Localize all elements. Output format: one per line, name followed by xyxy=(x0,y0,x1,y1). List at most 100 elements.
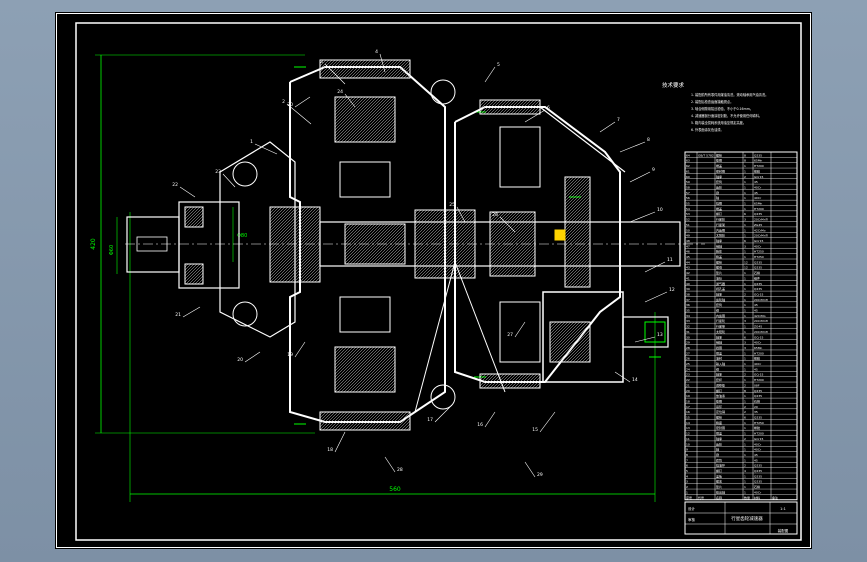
bom-cell: 45 xyxy=(754,453,758,457)
bom-cell: 齿轮 xyxy=(716,441,722,446)
bom-cell: 套杯 xyxy=(716,377,722,382)
leader-line xyxy=(294,96,311,108)
bom-cell: 2 xyxy=(744,410,746,414)
bom-cell: 16 xyxy=(686,410,690,414)
bom-cell: 2 xyxy=(744,373,746,377)
output-key xyxy=(644,321,666,343)
bom-cell: 端盖 xyxy=(716,206,722,211)
bom-cell: 箱盖 xyxy=(716,254,722,259)
part-number: 16 xyxy=(477,422,483,428)
bom-cell: 4 xyxy=(744,469,746,473)
bom-cell: 齿轮轴 xyxy=(716,297,725,302)
bom-cell: 石棉 xyxy=(754,484,760,489)
bom-cell: 套筒 xyxy=(716,179,722,184)
bom-cell: 42CrMo xyxy=(754,314,766,318)
bom-cell: 1 xyxy=(744,164,746,168)
bom-cell: 39 xyxy=(686,287,690,291)
notes-line: 1. 装配前所有零件用煤油清洗，滚动轴承用汽油清洗。 xyxy=(691,92,768,97)
bom-cell: 20CrMnTi xyxy=(754,330,768,334)
part-number: 12 xyxy=(669,287,675,293)
leader-line xyxy=(524,109,546,123)
bom-cell: 40Cr xyxy=(754,341,762,345)
bom-cell: 45 xyxy=(686,255,690,259)
bom-cell: 45 xyxy=(754,367,758,371)
bom-cell: 轴承 xyxy=(716,238,722,243)
highlight-part xyxy=(554,229,566,241)
bom-cell: 3 xyxy=(744,218,746,222)
bom-cell: 螺钉 xyxy=(716,468,722,473)
bom-cell: 螺栓 xyxy=(716,259,722,264)
bore-dim-text: Φ80 xyxy=(237,233,247,239)
leader-line xyxy=(179,186,196,198)
bom-cell: GCr15 xyxy=(754,292,764,296)
bom-cell: 30 xyxy=(686,335,690,339)
bom-cell: 轴承 xyxy=(716,334,722,339)
part-number: 8 xyxy=(647,137,650,143)
bom-cell: 41 xyxy=(686,276,690,280)
bom-cell: 18 xyxy=(686,399,690,403)
bom-cell: ZG45 xyxy=(754,223,762,227)
part-number: 9 xyxy=(652,167,655,173)
bom-cell: 28 xyxy=(686,346,690,350)
bom-cell: 端盖 xyxy=(716,350,722,355)
stage2-ring-hatch-bottom xyxy=(479,373,541,389)
bom-cell: 1 xyxy=(744,362,746,366)
leader-line xyxy=(524,461,536,478)
bom-cell: 12 xyxy=(744,266,748,270)
leader-line xyxy=(182,306,201,318)
bom-cell: Q235 xyxy=(754,389,762,393)
bom-cell: 63 xyxy=(686,159,690,163)
leader-line xyxy=(344,93,356,108)
bom-cell: 40Cr xyxy=(754,448,762,452)
part-number: 10 xyxy=(657,207,663,213)
cover-bolt-hole-top xyxy=(232,161,258,187)
part-number: 20 xyxy=(237,357,243,363)
bom-cell: 螺塞 xyxy=(716,479,722,484)
bom-cell: 62 xyxy=(686,164,690,168)
leader-line xyxy=(456,206,466,223)
planet-pin-top xyxy=(339,161,391,198)
bom-cell: 行星轮 xyxy=(716,318,725,323)
bom-cell: 52 xyxy=(686,218,690,222)
planet-gear-hatch-bottom xyxy=(334,346,396,393)
stage2-sun-hatch xyxy=(489,211,536,277)
bom-cell: 46 xyxy=(686,250,690,254)
leader-line xyxy=(379,53,386,73)
leader-line xyxy=(324,63,346,85)
bom-cell: 1 xyxy=(744,169,746,173)
bom-cell: 石棉 xyxy=(754,398,760,403)
part-number: 4 xyxy=(375,49,378,55)
bom-cell: HT250 xyxy=(754,250,764,254)
drawing-title: 行星齿轮减速器 xyxy=(731,515,763,522)
cover-bolt-hole-bottom xyxy=(232,301,258,327)
drawing-frame xyxy=(56,13,811,548)
bom-cell: Q235 xyxy=(754,394,762,398)
bom-cell: Q235 xyxy=(754,282,762,286)
part-number: 26 xyxy=(492,212,498,218)
bom-cell: 1 xyxy=(744,453,746,457)
leader-line xyxy=(244,351,261,363)
leader-line xyxy=(514,321,526,338)
output-gear-teeth xyxy=(549,321,591,363)
inner-border xyxy=(75,22,802,541)
bom-cell: 20CrMnTi xyxy=(754,234,768,238)
leader-line xyxy=(644,261,666,273)
checker-label: 审核 xyxy=(688,517,696,522)
bom-cell: 12 xyxy=(744,260,748,264)
part-number: 27 xyxy=(507,332,513,338)
bom-cell: 61 xyxy=(686,169,690,173)
bom-cell: 25 xyxy=(686,362,690,366)
bom-cell: 螺母 xyxy=(716,265,722,270)
bom-cell: 橡胶 xyxy=(754,356,760,361)
bom-cell: 20 xyxy=(754,405,758,409)
bom-cell: 2 xyxy=(744,405,746,409)
bom-cell: 40Cr xyxy=(754,185,762,189)
bom-cell: 2 xyxy=(686,485,688,489)
input-shaft-end xyxy=(126,216,180,273)
bom-cell: HT200 xyxy=(754,378,764,382)
bom-cell: 19 xyxy=(686,394,690,398)
bom-cell: Q235 xyxy=(754,469,762,473)
bom-cell: Q235 xyxy=(754,266,762,270)
